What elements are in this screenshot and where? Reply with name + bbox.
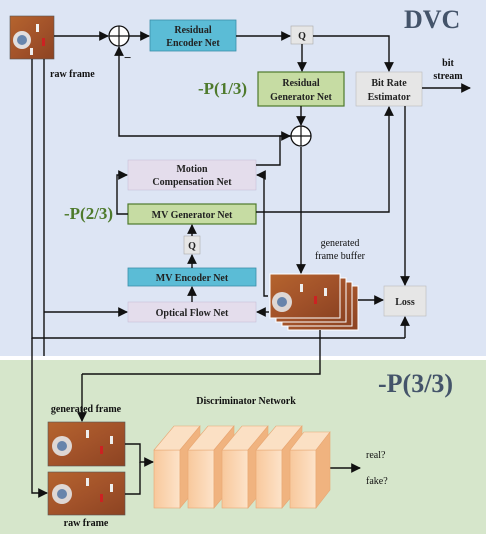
- generated-frame-image: [47, 421, 126, 467]
- residual-generator-box: Residual Generator Net: [257, 71, 345, 107]
- optical-flow-box: Optical Flow Net: [127, 301, 257, 323]
- frame-buffer-stack: [269, 273, 359, 331]
- fake-label: fake?: [366, 476, 388, 487]
- mv-encoder-box: MV Encoder Net: [127, 267, 257, 287]
- frame-buffer-label-1: generated: [321, 238, 360, 249]
- mv-generator-label: MV Generator Net: [152, 210, 233, 221]
- q-top-label: Q: [298, 31, 306, 42]
- add-node: [290, 125, 312, 147]
- discriminator-network-label: Discriminator Network: [196, 396, 296, 407]
- motion-compensation-label-2: Compensation Net: [152, 177, 232, 188]
- residual-encoder-label-1: Residual: [174, 25, 211, 36]
- motion-compensation-label-1: Motion: [176, 164, 208, 175]
- residual-encoder-label-2: Encoder Net: [166, 38, 220, 49]
- bit-rate-estimator-box: Bit Rate Estimator: [355, 71, 423, 107]
- optical-flow-label: Optical Flow Net: [156, 308, 229, 319]
- residual-encoder-box: Residual Encoder Net: [149, 19, 237, 52]
- residual-generator-label-2: Generator Net: [270, 92, 332, 103]
- raw-frame-top-label: raw frame: [50, 69, 95, 80]
- subtract-node: [108, 25, 130, 47]
- bit-stream-label-1: bit: [442, 58, 454, 69]
- minus-sign: −: [124, 50, 131, 65]
- mv-encoder-label: MV Encoder Net: [156, 273, 229, 284]
- loss-box: Loss: [383, 285, 427, 317]
- p33-title: -P(3/3): [378, 369, 453, 398]
- raw-frame-bottom-label: raw frame: [64, 518, 109, 529]
- bit-stream-label-2: stream: [433, 71, 463, 82]
- bit-rate-label-1: Bit Rate: [371, 78, 407, 89]
- residual-generator-label-1: Residual: [282, 78, 319, 89]
- bit-rate-label-2: Estimator: [368, 92, 411, 103]
- discriminator-blocks: [153, 425, 331, 509]
- raw-frame-bottom-image: [47, 471, 126, 516]
- real-label: real?: [366, 450, 386, 461]
- p2-label: -P(2/3): [64, 204, 113, 223]
- q-mid-label: Q: [188, 241, 196, 252]
- disc-block-4: [255, 425, 303, 509]
- loss-label: Loss: [395, 297, 415, 308]
- raw-frame-top-image: [9, 15, 55, 60]
- q-mid-box: Q: [183, 235, 201, 255]
- dvc-title: DVC: [404, 5, 460, 34]
- mv-generator-box: MV Generator Net: [127, 203, 257, 225]
- connections: [31, 31, 471, 498]
- q-top-box: Q: [290, 25, 314, 45]
- frame-buffer-label-2: frame buffer: [315, 251, 366, 262]
- motion-compensation-box: Motion Compensation Net: [127, 159, 257, 191]
- generated-frame-label: generated frame: [51, 404, 122, 415]
- p1-label: -P(1/3): [198, 79, 247, 98]
- disc-block-5: [289, 431, 331, 509]
